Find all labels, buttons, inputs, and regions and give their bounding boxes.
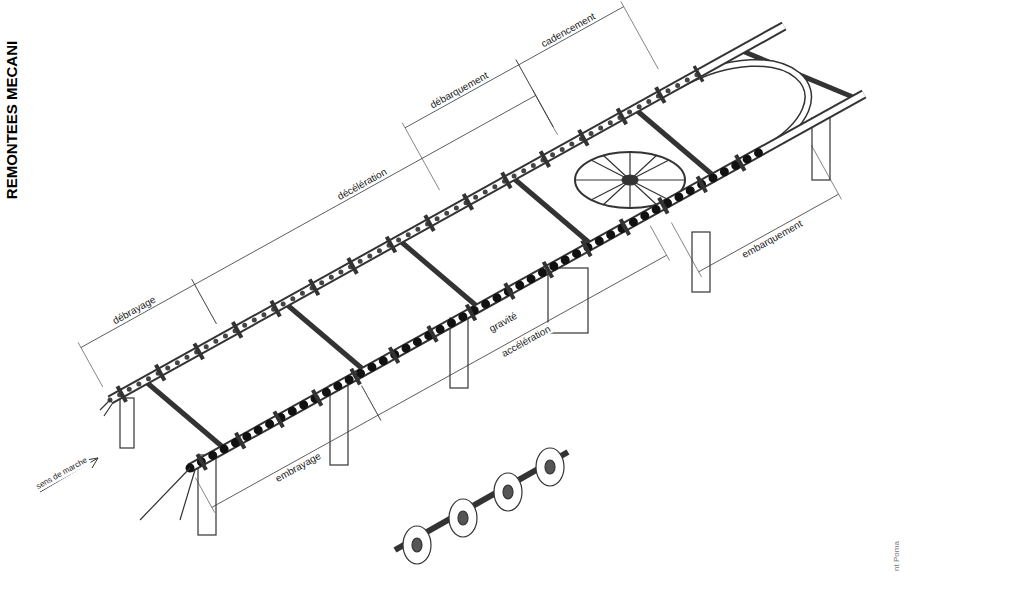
dimension-line (671, 223, 701, 277)
chassis-hub (545, 460, 555, 474)
dimension-line (650, 226, 669, 261)
zone-label: cadencement (537, 9, 598, 50)
chassis-hub (412, 538, 422, 552)
upper-rail (110, 26, 784, 400)
dimension-line (81, 284, 195, 347)
dimension-line (195, 478, 214, 513)
dimension-line (362, 386, 381, 421)
cable (100, 400, 195, 520)
dimension-line (192, 279, 217, 324)
cross-beam (145, 381, 225, 449)
lower-rail (190, 94, 864, 468)
dimension-line (195, 95, 536, 284)
dimension-line (405, 65, 519, 128)
zone-label: décélération (334, 165, 390, 203)
caption-text: sens de marche (33, 455, 91, 492)
carrier-chassis (395, 448, 568, 564)
dimension-line (519, 7, 624, 65)
pillar (812, 118, 830, 180)
cross-beam (399, 240, 479, 308)
dimension-line (811, 145, 841, 199)
chassis-hub (503, 485, 513, 499)
chassis-wheel (536, 448, 564, 486)
cross-beam (285, 303, 365, 371)
pillar (450, 318, 468, 388)
dimension-line (212, 415, 378, 507)
caption-text: REMONTEES MECANI (4, 39, 21, 201)
pillar (330, 385, 348, 465)
chassis-wheel (494, 473, 522, 511)
chassis-wheel (403, 526, 431, 564)
dimension-line (192, 279, 217, 324)
pillar (548, 268, 588, 333)
tyre-row (190, 152, 760, 468)
caption-text: nt Poma (893, 539, 902, 573)
dimension-line (402, 123, 439, 191)
dimension-line (362, 386, 381, 421)
dimension-line (78, 342, 103, 387)
dimension-line (621, 1, 658, 69)
zone-label: embrayage (272, 450, 325, 486)
frame (120, 50, 860, 535)
chassis-hub (458, 511, 468, 525)
pillar (692, 232, 710, 292)
dimension-line (699, 194, 839, 272)
pillar (120, 398, 134, 448)
zone-label: débarquement (426, 69, 491, 112)
dimension-line (533, 90, 558, 135)
zone-label: débrayage (109, 293, 159, 327)
rail-beam (190, 94, 864, 468)
dimension-line (378, 255, 667, 415)
zone-label: accélération (498, 323, 554, 361)
rail-beam (190, 94, 864, 468)
zone-label: gravité (486, 309, 521, 335)
rail-beam (110, 26, 784, 400)
rail-clamps (200, 152, 760, 463)
zone-label: embarquement (738, 217, 806, 261)
rail-beam (110, 26, 784, 400)
chassis-wheel (449, 499, 477, 537)
